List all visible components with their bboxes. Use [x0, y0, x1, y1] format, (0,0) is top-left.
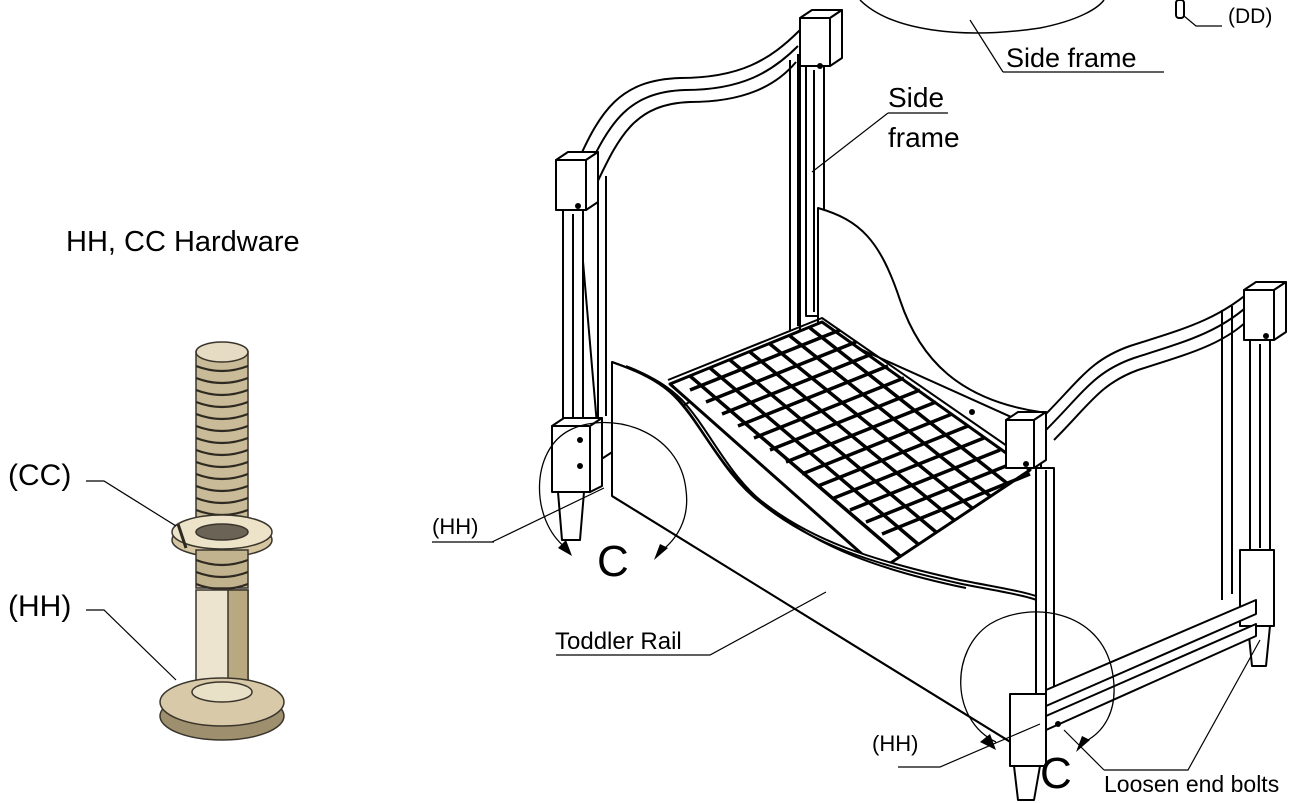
lock-washer-label: (CC): [8, 459, 72, 492]
leader-lines: [432, 15, 1261, 771]
detail-circles: [538, 422, 1115, 745]
side-frame-label-top: Side frame: [1006, 43, 1137, 73]
bolt-label-front: (HH): [872, 731, 919, 756]
bolt-label-rear: (HH): [432, 514, 479, 539]
detail-c-label-right: C: [1040, 749, 1072, 798]
toddler-rail: [611, 361, 1047, 765]
hardware-title: HH, CC Hardware: [66, 226, 300, 258]
crib-illustration: [551, 0, 1287, 801]
side-frame-label-line1: Side: [888, 82, 945, 113]
hardware-leaders: [86, 480, 177, 681]
rotation-arrowheads: [558, 540, 1090, 752]
detail-c-label-left: C: [597, 537, 629, 586]
dd-label: (DD): [1228, 5, 1273, 28]
loosen-end-bolts-label: Loosen end bolts: [1104, 771, 1280, 797]
front-side-frame: [1005, 281, 1287, 801]
mattress-grid: [667, 317, 1037, 572]
bolt-label: (HH): [8, 590, 72, 623]
bolt-illustration: [159, 341, 285, 741]
bolt-holes: [575, 63, 1269, 727]
toddler-rail-label: Toddler Rail: [555, 628, 682, 655]
side-frame-label-line2: frame: [888, 122, 960, 153]
